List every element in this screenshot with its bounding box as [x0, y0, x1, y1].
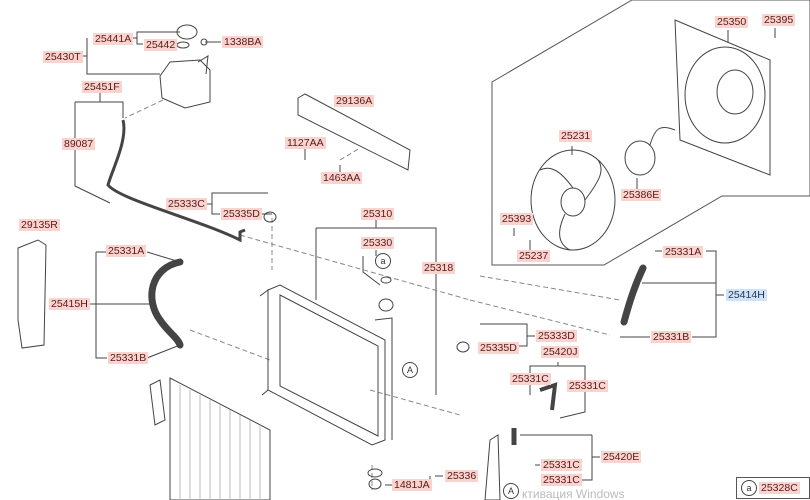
part-label-1463AA[interactable]: 1463AA: [321, 172, 363, 184]
reference-marker-A: A: [503, 483, 519, 499]
part-label-25330[interactable]: 25330: [361, 237, 395, 249]
fan-motor: [624, 126, 676, 176]
part-label-25420J[interactable]: 25420J: [541, 346, 580, 358]
part-label-29136A[interactable]: 29136A: [334, 95, 375, 107]
part-label-25331C[interactable]: 25331C: [567, 380, 608, 392]
part-label-25395[interactable]: 25395: [762, 14, 796, 26]
fan-assembly-outline: [491, 0, 810, 266]
part-label-25331A-right[interactable]: 25331A: [663, 246, 704, 258]
reference-marker-A: A: [402, 362, 418, 378]
windows-activation-watermark: ктивация Windows: [522, 487, 625, 500]
part-label-25442[interactable]: 25442: [144, 39, 178, 51]
part-label-25336[interactable]: 25336: [445, 470, 479, 482]
part-label-25333C[interactable]: 25333C: [166, 198, 207, 210]
assembly-dash-lines: [124, 99, 621, 490]
upper-bracket: [297, 93, 411, 171]
part-label-25386E[interactable]: 25386E: [621, 189, 662, 201]
part-label-25430T[interactable]: 25430T: [43, 51, 83, 63]
part-label-1338BA[interactable]: 1338BA: [222, 36, 264, 48]
part-label-25420E[interactable]: 25420E: [601, 451, 642, 463]
legend-marker-a: a: [741, 480, 757, 496]
air-guard: [17, 239, 47, 349]
grommets: [200, 38, 470, 490]
part-label-89087[interactable]: 89087: [62, 138, 96, 150]
part-label-25331A[interactable]: 25331A: [106, 245, 147, 257]
part-label-25231[interactable]: 25231: [559, 130, 593, 142]
part-label-1127AA[interactable]: 1127AA: [285, 137, 326, 149]
part-label-25331B-right[interactable]: 25331B: [651, 331, 692, 343]
part-label-25333D[interactable]: 25333D: [536, 330, 577, 342]
radiator: [259, 284, 393, 446]
small-hose-25420J: [539, 382, 558, 411]
part-label-25441A[interactable]: 25441A: [93, 33, 134, 45]
part-label-25237[interactable]: 25237: [517, 250, 551, 262]
part-label-25335D[interactable]: 25335D: [221, 208, 262, 220]
condenser: [149, 377, 271, 500]
part-label-25331C[interactable]: 25331C: [541, 459, 582, 471]
reference-marker-a: a: [375, 253, 391, 269]
fan-shroud: [674, 19, 771, 176]
hose-89087: [106, 119, 246, 243]
side-guard: [484, 434, 501, 500]
part-label-25415H[interactable]: 25415H: [49, 298, 90, 310]
part-label-25318[interactable]: 25318: [422, 262, 456, 274]
part-label-25331C[interactable]: 25331C: [541, 474, 582, 486]
part-label-25335D-right[interactable]: 25335D: [478, 342, 519, 354]
part-label-25350[interactable]: 25350: [715, 16, 749, 28]
upper-right-hose: [620, 264, 647, 326]
part-label-25451F[interactable]: 25451F: [82, 81, 122, 93]
part-label-25331B[interactable]: 25331B: [108, 352, 149, 364]
part-label-25331C[interactable]: 25331C: [510, 373, 551, 385]
fan-blade: [530, 149, 616, 251]
part-label-25414H-selected[interactable]: 25414H: [726, 289, 767, 301]
part-label-25310[interactable]: 25310: [361, 208, 395, 220]
part-label-1481JA[interactable]: 1481JA: [392, 479, 432, 491]
part-label-25393[interactable]: 25393: [500, 213, 534, 225]
reservoir-tank: [159, 24, 211, 109]
part-label-29135R[interactable]: 29135R: [19, 219, 60, 231]
part-label-25328C[interactable]: 25328C: [759, 482, 800, 494]
lower-left-hose: [148, 258, 184, 349]
legend-box: a 25328C: [736, 477, 810, 499]
